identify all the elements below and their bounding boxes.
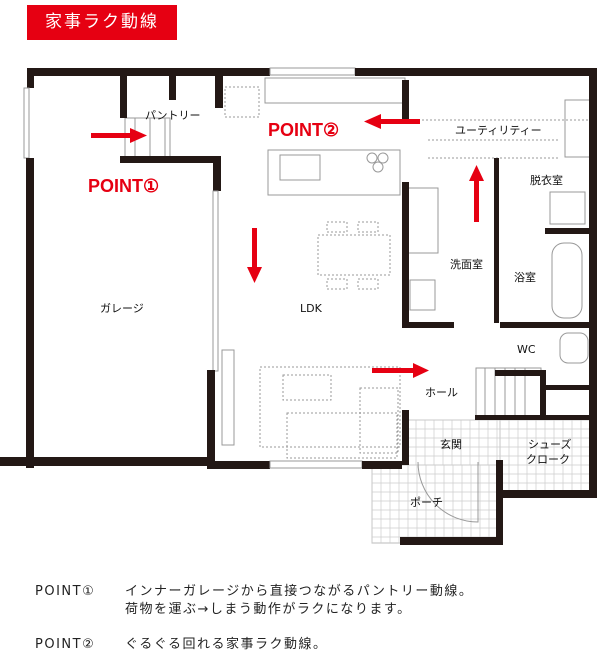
room-label-utility: ユーティリティー <box>455 124 542 137</box>
note-text: ぐるぐる回れる家事ラク動線。 <box>125 637 328 652</box>
room-label-bath: 浴室 <box>514 270 536 284</box>
walls <box>0 67 597 545</box>
note-key: POINT② <box>35 637 96 652</box>
room-label-shoe-cloak-1: シューズ <box>528 437 571 451</box>
room-label-pantry: パントリー <box>145 109 201 122</box>
note-text: インナーガレージから直接つながるパントリー動線。 <box>125 584 474 599</box>
room-label-entrance: 玄関 <box>440 437 462 451</box>
room-label-ldk: LDK <box>300 302 323 315</box>
floor-plan: パントリー ガレージ LDK ユーティリティー 脱衣室 洗面室 浴室 WC ホー… <box>0 67 597 545</box>
room-label-porch: ポーチ <box>410 496 443 509</box>
room-label-garage: ガレージ <box>100 302 144 315</box>
point2-label: POINT② <box>268 120 339 140</box>
room-label-dressing: 脱衣室 <box>530 173 563 187</box>
notes: POINT① インナーガレージから直接つながるパントリー動線。 荷物を運ぶ→しまう… <box>35 583 473 654</box>
note-text: 荷物を運ぶ→しまう動作がラクになります。 <box>125 602 412 617</box>
room-label-hall: ホール <box>425 386 458 399</box>
point1-label: POINT① <box>88 176 159 196</box>
arrow-left-icon <box>364 114 420 129</box>
room-label-washroom: 洗面室 <box>450 257 483 271</box>
arrow-up-icon <box>469 165 484 222</box>
arrow-right-icon <box>91 128 147 143</box>
note-key: POINT① <box>35 584 96 599</box>
arrow-down-icon <box>247 228 262 283</box>
room-label-wc: WC <box>517 343 536 356</box>
page-title: 家事ラク動線 <box>27 5 177 40</box>
room-label-shoe-cloak-2: クローク <box>526 453 570 466</box>
arrow-right-icon <box>372 363 429 378</box>
